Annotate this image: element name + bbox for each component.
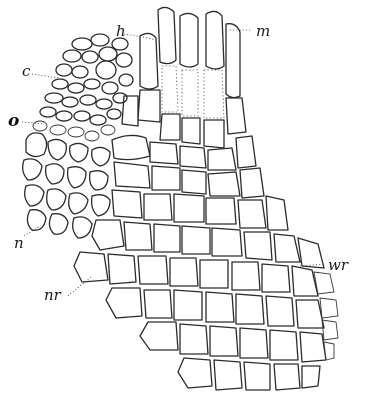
upper-column-cells — [122, 7, 246, 148]
left-outer-cells — [23, 133, 110, 238]
middle-band-cells — [112, 135, 288, 230]
label-n: n — [14, 234, 24, 252]
label-wr: wr — [328, 256, 349, 274]
label-nr: nr — [44, 286, 62, 304]
lower-polygonal-cells — [74, 220, 326, 390]
label-m: m — [256, 22, 270, 40]
label-o: o — [8, 111, 19, 131]
upper-left-cell-cluster — [33, 34, 133, 141]
label-c: c — [22, 62, 31, 80]
label-h: h — [116, 22, 126, 40]
